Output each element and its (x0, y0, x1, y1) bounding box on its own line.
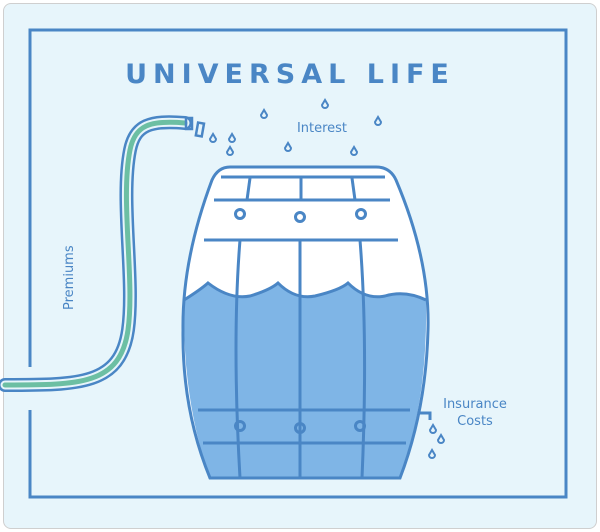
frame (28, 28, 568, 499)
insurance-costs-label-line1: Insurance (443, 397, 507, 412)
insurance-costs-label-line2: Costs (457, 414, 493, 429)
water-drops (208, 98, 446, 459)
premiums-label: Premiums (62, 245, 77, 310)
barrel-icon (181, 165, 432, 480)
drop-icon (227, 132, 237, 143)
drop-icon (427, 448, 437, 459)
interest-label: Interest (297, 121, 347, 136)
drop-icon (225, 145, 235, 156)
drop-icon (436, 433, 446, 444)
hose-icon (0, 115, 206, 392)
drop-icon (320, 98, 330, 109)
spigot-icon (420, 411, 432, 420)
drop-icon (259, 108, 269, 119)
drop-icon (428, 423, 438, 434)
drop-icon (283, 141, 293, 152)
title: UNIVERSAL LIFE (125, 59, 455, 90)
drop-icon (373, 115, 383, 126)
drop-icon (349, 145, 359, 156)
drop-icon (208, 132, 218, 143)
